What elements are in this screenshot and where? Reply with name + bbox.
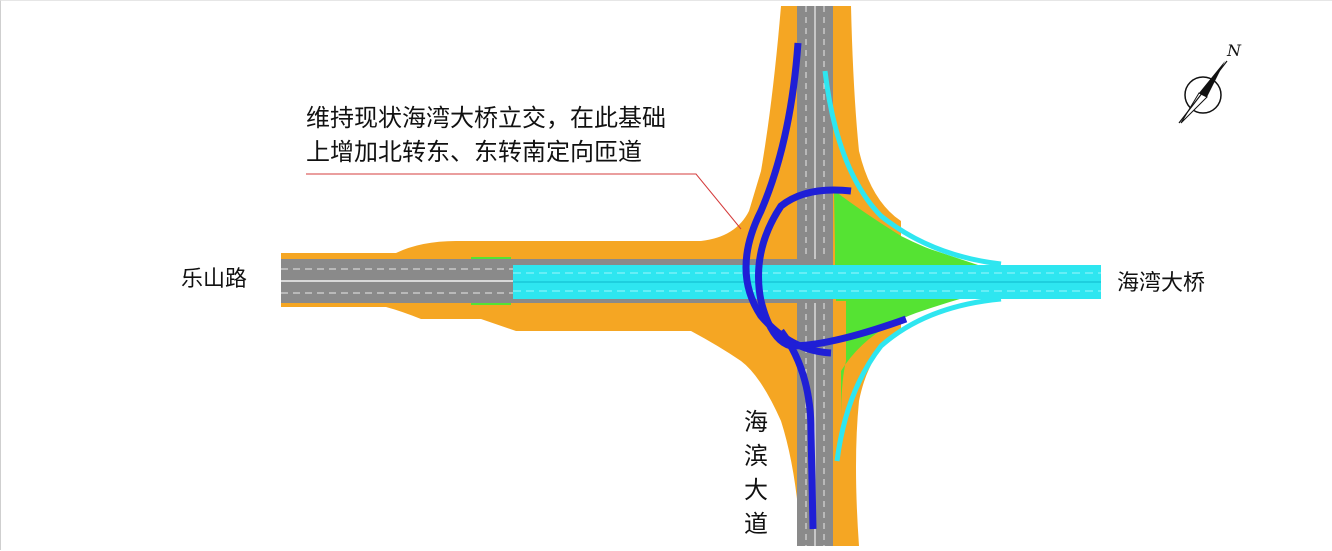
- existing-cyan-ramps: [822, 70, 1002, 462]
- design-note-line-2: 上增加北转东、东转南定向匝道: [306, 138, 642, 166]
- design-note: 维持现状海湾大桥立交，在此基础 上增加北转东、东转南定向匝道: [306, 101, 666, 169]
- green-infield-north: [835, 191, 981, 266]
- compass-north-label: N: [1227, 41, 1241, 60]
- north-compass: [1178, 60, 1228, 124]
- east-road-label: 海湾大桥: [1117, 271, 1206, 296]
- west-road-label: 乐山路: [181, 267, 248, 292]
- design-note-line-1: 维持现状海湾大桥立交，在此基础: [306, 104, 666, 132]
- bay-bridge-deck: [513, 265, 1101, 299]
- new-directional-ramps: [742, 42, 908, 530]
- note-leader-line: [306, 173, 742, 230]
- south-road-label: 海滨大道: [744, 408, 768, 538]
